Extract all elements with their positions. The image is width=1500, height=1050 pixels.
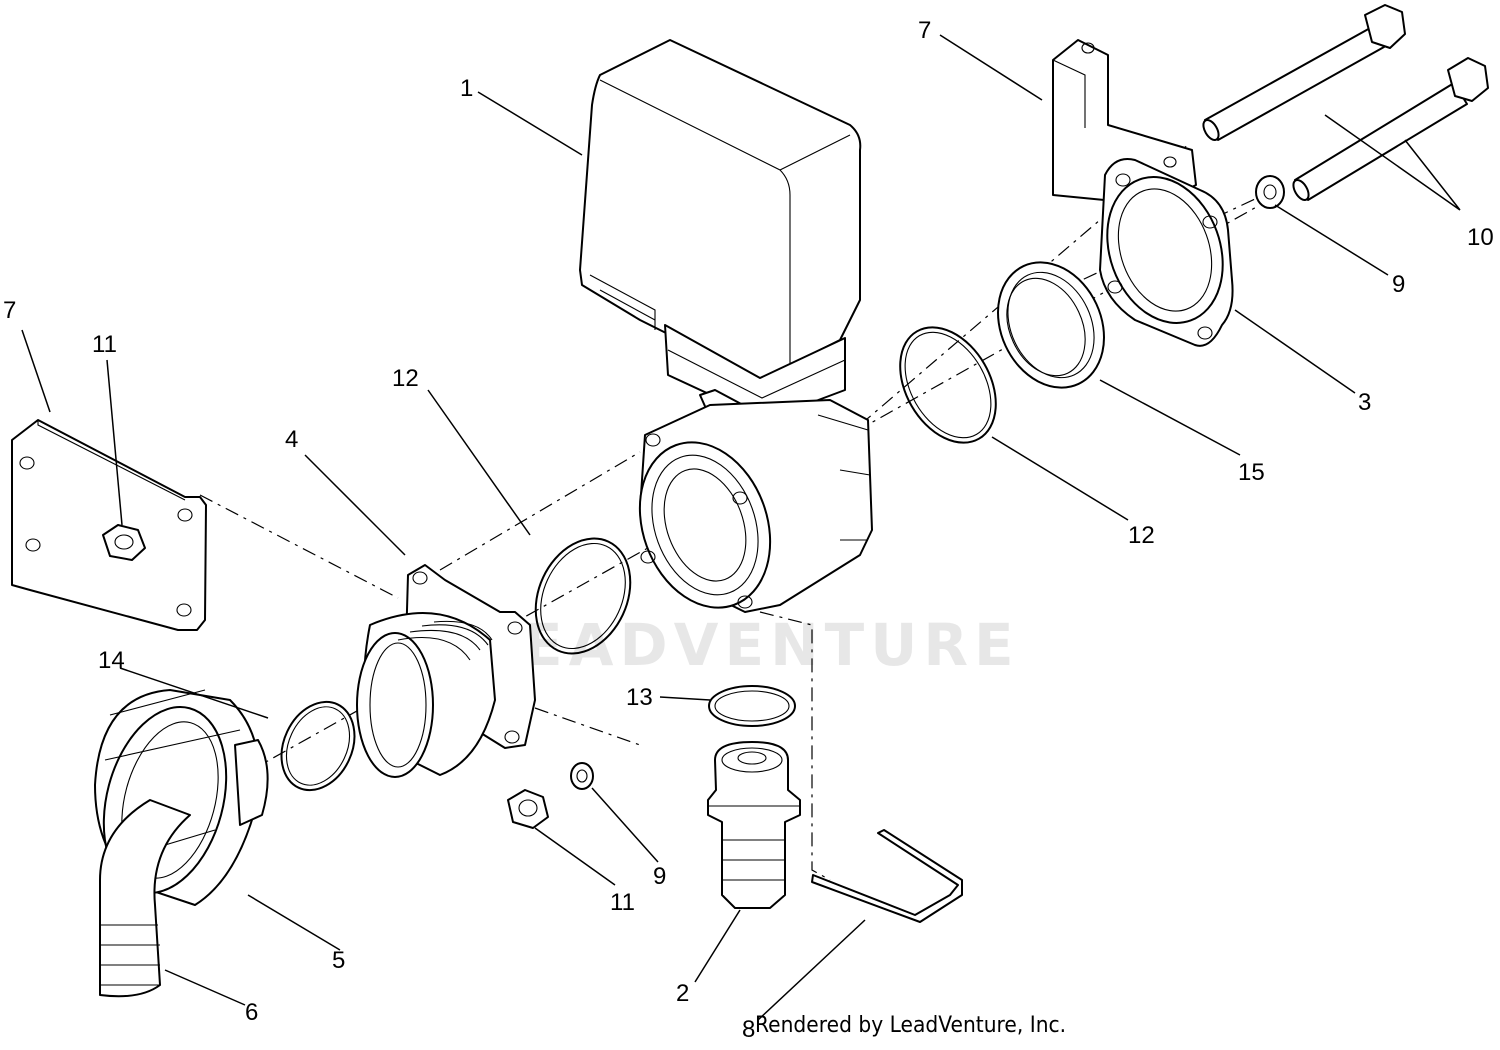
callout-10: 10 — [1467, 224, 1494, 251]
callout-9-left: 9 — [653, 863, 666, 890]
part-3-flange — [1099, 158, 1234, 347]
part-10-bolts — [1202, 4, 1489, 201]
callout-4: 4 — [285, 426, 298, 453]
part-4-threaded-adapter — [356, 564, 536, 778]
credit-text: Rendered by LeadVenture, Inc. — [755, 1013, 1067, 1038]
part-15-seal-ring — [997, 261, 1105, 389]
callout-14: 14 — [98, 647, 125, 674]
valve-body — [638, 399, 873, 613]
part-13-o-ring — [708, 685, 796, 727]
part-14-o-ring — [280, 700, 356, 792]
callout-11-lower: 11 — [610, 889, 635, 916]
part-11-nut-lower — [507, 789, 549, 829]
callout-15: 15 — [1238, 459, 1265, 486]
callout-7-right: 7 — [918, 17, 931, 44]
callout-2: 2 — [676, 980, 689, 1007]
part-9-washer-lower — [570, 762, 594, 790]
part-12-o-ring-left — [534, 537, 632, 655]
callout-3: 3 — [1358, 389, 1371, 416]
callout-11-upper: 11 — [92, 331, 117, 358]
part-11-nut-upper — [102, 524, 146, 561]
part-7-left-bracket — [11, 419, 207, 631]
leader-lines — [21, 34, 1461, 1021]
part-5-6-elbow-coupling — [94, 689, 269, 998]
callout-5: 5 — [332, 947, 345, 974]
callout-12-left: 12 — [392, 365, 419, 392]
part-2-hose-barb — [707, 741, 801, 909]
callout-12-right: 12 — [1128, 522, 1155, 549]
callout-8: 8 — [742, 1016, 755, 1043]
part-12-o-ring-right — [899, 326, 997, 444]
callout-13: 13 — [626, 684, 653, 711]
callout-labels: 1 2 3 4 5 6 7 7 8 9 9 10 11 11 12 12 13 … — [3, 17, 1494, 1043]
part-7-right-bracket — [1052, 39, 1197, 206]
part-8-l-pin — [811, 829, 963, 923]
watermark-text: LEADVENTURE — [480, 611, 1020, 679]
callout-6: 6 — [245, 999, 258, 1026]
callout-7-left: 7 — [3, 297, 16, 324]
callout-9-right: 9 — [1392, 271, 1405, 298]
part-9-washer-upper — [1255, 175, 1285, 209]
callout-1: 1 — [460, 75, 473, 102]
